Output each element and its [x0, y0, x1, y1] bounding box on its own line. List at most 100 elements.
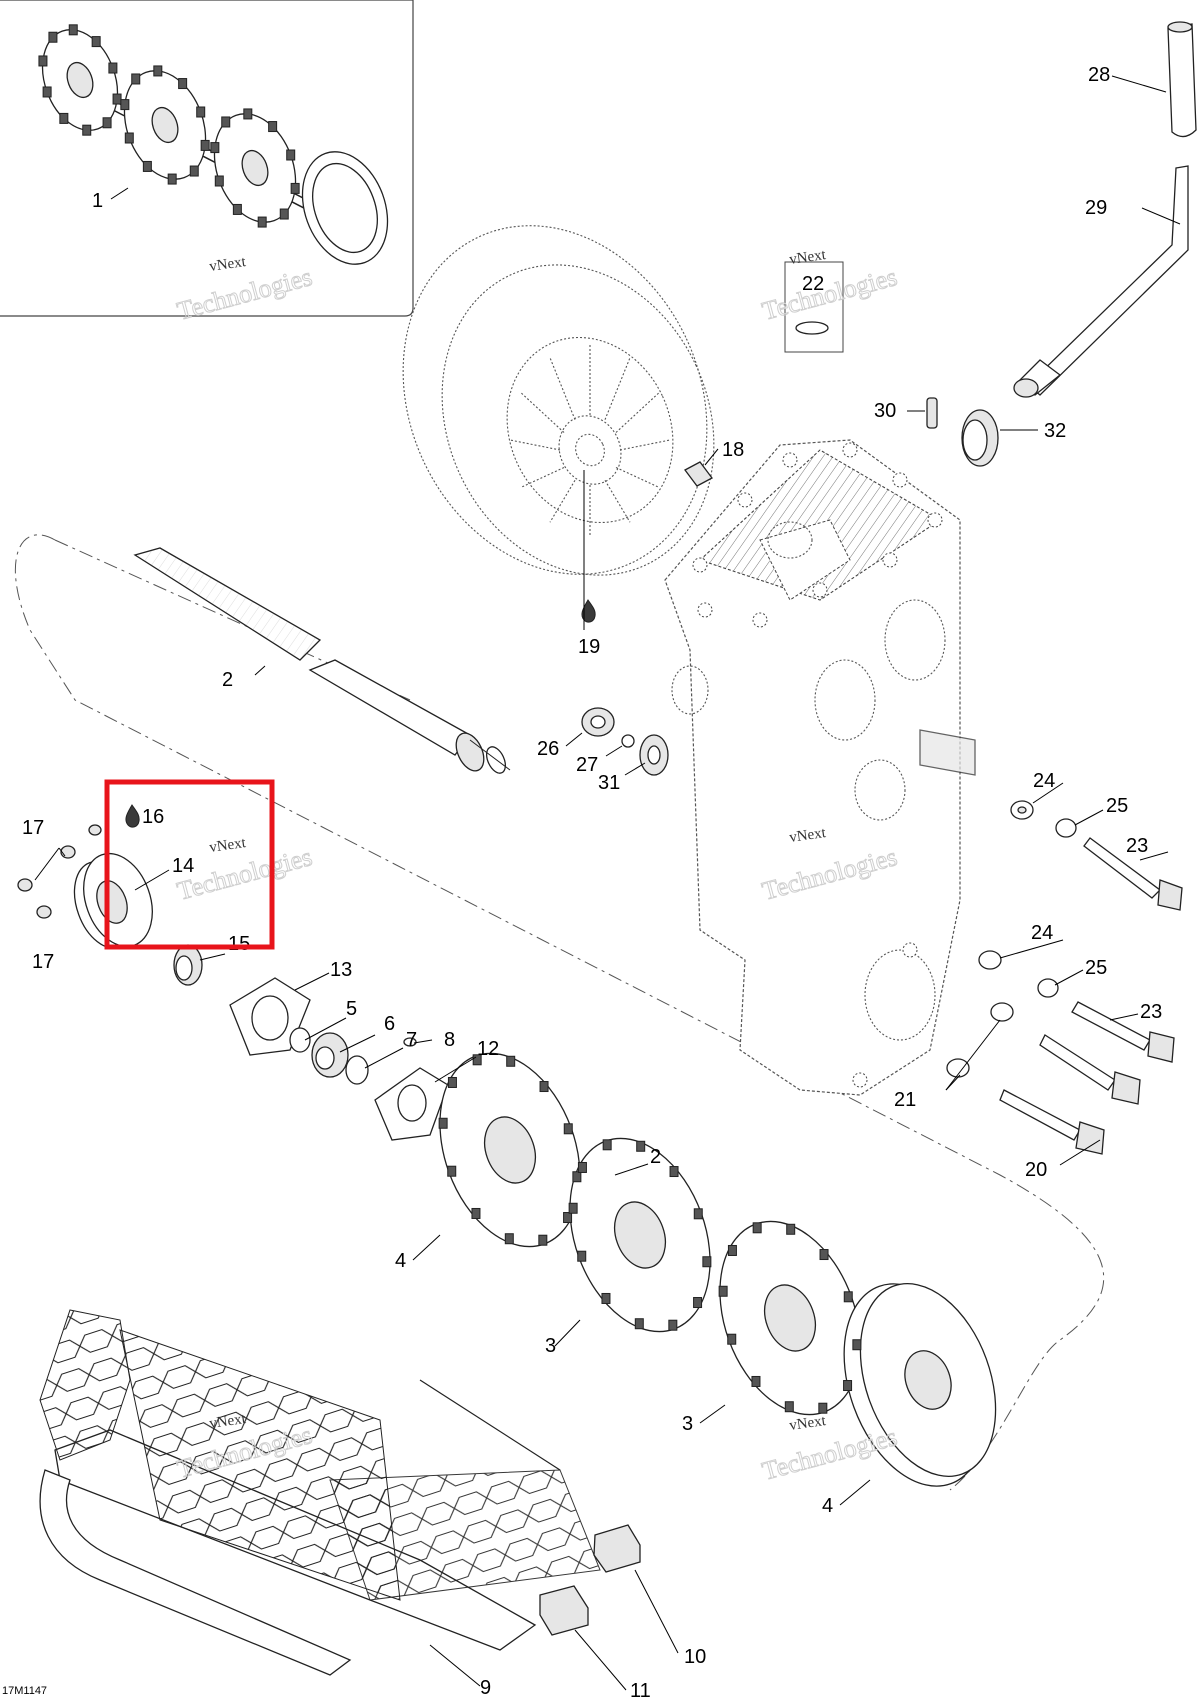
part-32-sleeve [961, 409, 999, 467]
sprocket-tooth [120, 99, 130, 111]
callout-23: 23 [1140, 1001, 1162, 1023]
sprocket-tooth [727, 1333, 737, 1345]
sprocket-tooth [257, 216, 267, 228]
sprocket-tooth [38, 55, 48, 67]
callout-29: 29 [1085, 197, 1107, 219]
callout-12: 12 [477, 1038, 499, 1060]
sprocket-tooth [189, 165, 199, 177]
ghost-spoke [619, 439, 671, 451]
watermark-top-left: vNext Technologies [174, 254, 316, 326]
sprocket-tooth [131, 73, 141, 85]
track-outline-chain [14, 534, 1105, 1491]
chaincase-housing [664, 439, 976, 1096]
sprocket-tooth [286, 149, 296, 161]
callout-5: 5 [346, 998, 357, 1020]
sprocket-tooth [472, 1054, 482, 1066]
sprocket-tooth [142, 160, 152, 172]
callout-9: 9 [480, 1677, 491, 1697]
housing-bolt [692, 557, 708, 573]
callout-19: 19 [578, 636, 600, 658]
housing-bolt [902, 942, 918, 958]
leader-lines [34, 75, 1181, 1691]
sprocket-tooth [577, 1161, 587, 1173]
sprocket-tooth [818, 1402, 828, 1414]
part-10-clip [593, 1524, 641, 1573]
sprocket-tooth [221, 116, 231, 128]
housing-bolt [852, 1072, 868, 1088]
sprocket-tooth [577, 1250, 587, 1262]
sprocket-tooth [447, 1076, 457, 1088]
callout-3: 3 [682, 1413, 693, 1435]
sprocket-tooth [668, 1319, 678, 1331]
housing-bolt [697, 602, 713, 618]
callout-7: 7 [406, 1029, 417, 1051]
part-31-gear [639, 734, 669, 776]
svg-text:Technologies: Technologies [174, 842, 315, 906]
svg-text:vNext: vNext [788, 247, 827, 268]
sprocket-tooth [636, 1140, 646, 1152]
part-18-key [684, 461, 713, 487]
sprocket-tooth [232, 203, 242, 215]
sprocket-tooth [568, 1202, 578, 1214]
callout-4: 4 [395, 1250, 406, 1272]
callout-labels: 1 2 2 3 3 4 4 5 6 7 8 9 10 11 12 13 14 1… [22, 64, 1162, 1697]
callout-3: 3 [545, 1335, 556, 1357]
part-8-oring [403, 1037, 417, 1047]
sprocket-tooth [102, 117, 112, 129]
part-20-bolts [999, 1034, 1141, 1155]
sprocket-tooth [91, 36, 101, 48]
housing-bolt [812, 582, 828, 598]
callout-18: 18 [722, 439, 744, 461]
callout-17: 17 [22, 817, 44, 839]
callout-27: 27 [576, 754, 598, 776]
sprocket-tooth [718, 1285, 728, 1297]
callout-6: 6 [384, 1013, 395, 1035]
sprocket-tooth [153, 65, 163, 77]
sprocket-tooth [602, 1139, 612, 1151]
callout-21: 21 [894, 1089, 916, 1111]
part-26-nut [581, 707, 615, 737]
housing-bolt [892, 472, 908, 488]
sprocket-tooth [504, 1233, 514, 1245]
part-17-nuts [17, 824, 102, 919]
callout-11: 11 [630, 1680, 651, 1697]
sprocket-tooth [852, 1339, 862, 1351]
sprocket-tooth [819, 1249, 829, 1261]
ghost-spoke [604, 480, 631, 523]
part-9-track [39, 1309, 601, 1676]
sprocket-tooth [843, 1291, 853, 1303]
highlight-box [104, 779, 275, 950]
sprocket-tooth [108, 62, 118, 74]
callout-24: 24 [1033, 770, 1055, 792]
callout-23: 23 [1126, 835, 1148, 857]
sprocket-tooth [290, 182, 300, 194]
sprocket-tooth [563, 1123, 573, 1135]
sprocket-tooth [210, 142, 220, 154]
part-5-seal [289, 1027, 311, 1053]
part-15-bushing [173, 944, 203, 986]
sprocket-tooth [196, 106, 206, 118]
part-24-washer-upper [1010, 800, 1034, 820]
sprocket-tooth [843, 1380, 853, 1392]
part-14-bearing-flange [73, 852, 153, 950]
svg-text:vNext: vNext [788, 1413, 827, 1434]
callout-14: 14 [172, 855, 194, 877]
housing-bolt [882, 552, 898, 568]
sprocket-tooth [538, 1234, 548, 1246]
part-7-ring [345, 1055, 369, 1085]
sprocket-tooth [572, 1171, 582, 1183]
part-23-bolt-upper [1083, 837, 1183, 911]
ghost-spoke [615, 392, 660, 433]
callout-24: 24 [1031, 922, 1053, 944]
ghost-spoke [549, 480, 576, 523]
ghost-spoke [520, 467, 565, 488]
sprocket-tooth [751, 1375, 761, 1387]
part-30-pin [926, 397, 938, 429]
ghost-spoke [549, 357, 576, 420]
sprocket-tooth [669, 1166, 679, 1178]
ghost-spoke [604, 357, 631, 420]
housing-bolt [752, 612, 768, 628]
sprocket-tooth [48, 31, 58, 43]
sprocket-tooth [68, 24, 78, 36]
ghost-spoke [509, 439, 561, 451]
